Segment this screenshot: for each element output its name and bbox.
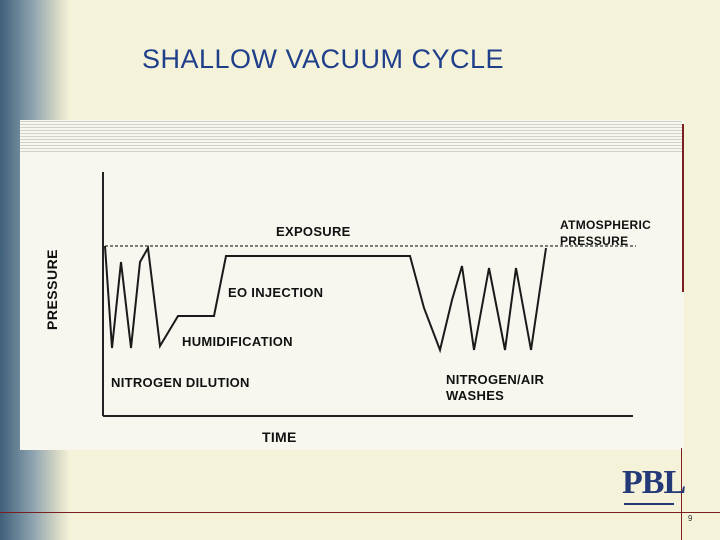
label-humidification: HUMIDIFICATION <box>182 334 293 349</box>
slide-title: SHALLOW VACUUM CYCLE <box>142 44 505 74</box>
pressure-trace <box>104 244 547 354</box>
y-axis-label: PRESSURE <box>44 248 60 330</box>
label-atmospheric-1: ATMOSPHERIC <box>560 218 652 232</box>
bottom-rule <box>0 512 720 513</box>
logo-underline <box>624 503 674 505</box>
label-nitrogen-dilution: NITROGEN DILUTION <box>111 375 250 390</box>
label-eo-injection: EO INJECTION <box>228 285 324 300</box>
diagram-panel <box>20 120 684 450</box>
x-axis-label: TIME <box>262 429 297 445</box>
diagram-right-edge <box>682 124 684 292</box>
pbl-logo: PBL <box>622 464 686 501</box>
right-rule <box>681 448 682 540</box>
label-washes-1: NITROGEN/AIR <box>446 372 545 387</box>
label-exposure: EXPOSURE <box>276 224 351 239</box>
label-washes-2: WASHES <box>446 388 505 403</box>
page-number: 9 <box>688 514 693 523</box>
scan-hatch-strip <box>20 120 682 152</box>
label-atmospheric-2: PRESSURE <box>560 234 629 248</box>
